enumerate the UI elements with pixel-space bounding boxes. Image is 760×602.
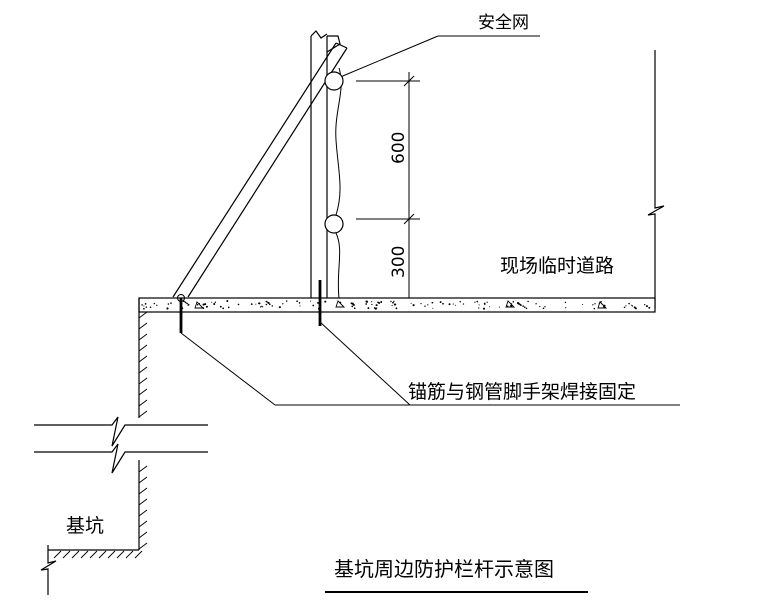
concrete-slab (138, 297, 656, 313)
dimension-lower: 300 (389, 246, 409, 278)
label-road: 现场临时道路 (500, 255, 614, 277)
safety-net-leader (337, 35, 540, 79)
wall-break-symbol (34, 416, 208, 474)
pit-wall (48, 298, 140, 551)
safety-net (326, 67, 342, 299)
dimension-upper: 600 (389, 132, 409, 164)
pit-bottom-break (40, 545, 57, 595)
dimension-lines (356, 72, 420, 298)
vertical-pipe-post (310, 30, 341, 298)
pit-wall-hatching (138, 311, 148, 550)
upper-rail-circle (324, 71, 344, 91)
diagonal-brace (172, 42, 348, 298)
middle-rail-circle (324, 214, 344, 234)
label-safety-net: 安全网 (478, 13, 529, 33)
diagram-title: 基坑周边防护栏杆示意图 (334, 557, 554, 581)
anchor-bars (177, 280, 322, 333)
label-anchor-note: 锚筋与钢管脚手架焊接固定 (408, 381, 636, 403)
anchor-note-leader (180, 321, 680, 406)
right-break-line (647, 50, 665, 308)
pit-floor-hatching (53, 550, 143, 559)
label-pit: 基坑 (66, 515, 104, 537)
